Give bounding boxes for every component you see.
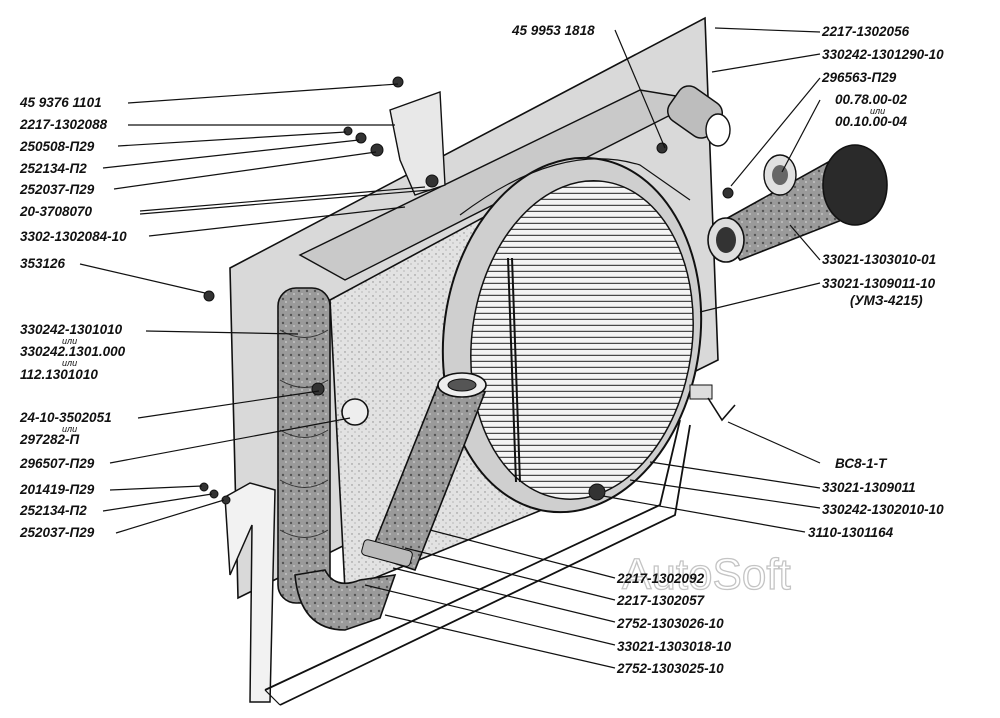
part-label: 20-3708070: [19, 204, 93, 219]
part-label: 33021-1309011-10: [822, 276, 936, 291]
part-label: 00.78.00-02: [835, 92, 908, 107]
part-label: 2217-1302088: [19, 117, 108, 132]
part-label: 3110-1301164: [808, 525, 894, 540]
part-label: 00.10.00-04: [835, 114, 908, 129]
part-label: 330242-1301010: [20, 322, 123, 337]
bottom-frame: [264, 419, 691, 706]
part-label: 2217-1302092: [616, 571, 705, 586]
part-label: 2217-1302056: [821, 24, 910, 39]
part-label: 2752-1303026-10: [616, 616, 724, 631]
part-label: 250508-П29: [19, 139, 95, 154]
radiator-core: [470, 180, 694, 500]
alt-separator: или: [62, 336, 77, 346]
radiator-drawing: [199, 16, 888, 706]
part-label: 252134-П2: [19, 503, 87, 518]
left-tank-hose: [277, 287, 331, 604]
leader-lines: [79, 27, 821, 669]
labels-bottom: 2217-1302092 2217-1302057 2752-1303026-1…: [616, 571, 732, 676]
part-label: 33021-1303018-10: [617, 639, 732, 654]
part-label: 33021-1303010-01: [822, 252, 936, 267]
part-label: 353126: [20, 256, 66, 271]
part-label: 201419-П29: [19, 482, 95, 497]
alt-separator: или: [62, 424, 77, 434]
alt-separator: или: [870, 106, 885, 116]
filler-cap: [341, 398, 369, 426]
part-label: 330242-1301290-10: [822, 47, 944, 62]
labels-right: 45 9953 1818 2217-1302056 330242-1301290…: [511, 23, 944, 540]
part-label: 45 9953 1818: [511, 23, 595, 38]
part-label: ВС8-1-Т: [835, 456, 888, 471]
part-label: (УМЗ-4215): [850, 293, 923, 308]
part-label: 252037-П29: [19, 525, 95, 540]
upper-hose-end: [822, 144, 888, 226]
part-label: 2752-1303025-10: [616, 661, 724, 676]
drain-tap: [689, 384, 736, 422]
labels-left: 45 9376 1101 2217-1302088 250508-П29 252…: [19, 95, 127, 540]
part-label: 296563-П29: [821, 70, 897, 85]
part-label: 24-10-3502051: [19, 410, 112, 425]
part-label: 2217-1302057: [616, 593, 706, 608]
watermark: AutoSoft: [622, 550, 791, 599]
part-label: 252037-П29: [19, 182, 95, 197]
part-label: 296507-П29: [19, 456, 95, 471]
part-label: 252134-П2: [19, 161, 87, 176]
part-label: 330242-1302010-10: [822, 502, 944, 517]
part-label: 297282-П: [19, 432, 80, 447]
alt-separator: или: [62, 358, 77, 368]
part-label: 33021-1309011: [822, 480, 916, 495]
part-label: 3302-1302084-10: [20, 229, 127, 244]
bottom-elbow-hose: [294, 569, 397, 631]
part-label: 330242.1301.000: [20, 344, 126, 359]
left-lower-bracket: [224, 482, 276, 703]
part-label: 112.1301010: [20, 367, 98, 382]
part-label: 45 9376 1101: [19, 95, 102, 110]
